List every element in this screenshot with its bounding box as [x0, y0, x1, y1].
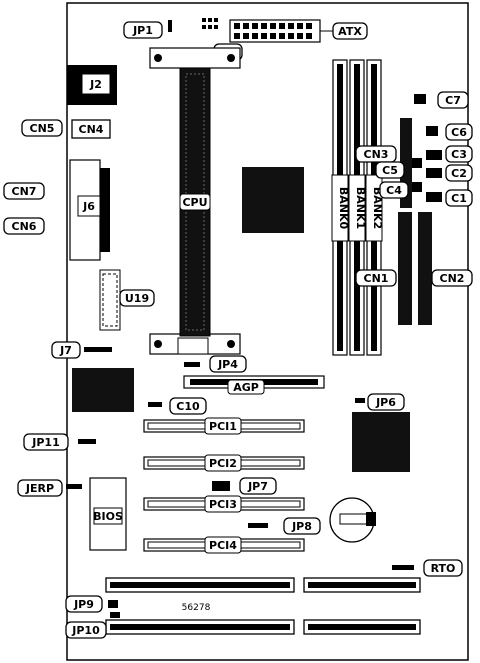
callout-cn5: CN5 [21, 119, 63, 137]
callout-c7: C7 [414, 91, 469, 109]
c10-label: C10 [176, 400, 200, 413]
callout-c3: C3 [426, 145, 473, 163]
cn2-label: CN2 [440, 272, 465, 285]
jp1-label: JP1 [132, 24, 153, 37]
io-controller-chip [352, 412, 410, 472]
callout-cn6: CN6 [3, 217, 45, 235]
jp4-label: JP4 [217, 358, 238, 371]
model-number: 56278 [182, 603, 211, 613]
callout-jp8: JP8 [248, 517, 321, 535]
c6-label: C6 [451, 126, 467, 139]
callout-c4: C4 [379, 181, 422, 199]
cpu-label: CPU [182, 196, 207, 209]
callout-atx: ATX [320, 22, 368, 40]
cn3-label: CN3 [364, 148, 389, 161]
c3-label: C3 [451, 148, 467, 161]
isa-slot-2 [105, 619, 421, 635]
c4-label: C4 [386, 184, 402, 197]
j7-label: J7 [59, 344, 72, 357]
callout-jp11: JP11 [23, 433, 96, 451]
bank1-label: BANK1 [354, 187, 367, 229]
jp10-label: JP10 [71, 624, 100, 637]
u19-label: U19 [125, 292, 149, 305]
bios-label: BIOS [93, 510, 123, 523]
c5-label: C5 [382, 164, 398, 177]
rear-io-j2: J2 [67, 65, 117, 105]
cpu-slot: CPU [149, 47, 241, 355]
pci-slot-2: PCI2 [143, 454, 305, 472]
bank2-label: BANK2 [371, 187, 384, 229]
cn5-label: CN5 [30, 122, 55, 135]
callout-cn4: CN4 [71, 119, 111, 139]
jp6-label: JP6 [375, 396, 396, 409]
callout-cn7: CN7 [3, 182, 45, 200]
callout-c1: C1 [426, 189, 473, 207]
pci1-label: PCI1 [209, 420, 237, 433]
callout-c6: C6 [426, 123, 473, 141]
callout-jp4: JP4 [184, 355, 247, 373]
cmos-battery [329, 497, 376, 543]
bios-chip: BIOS [89, 477, 127, 551]
callout-jp9: JP9 [65, 595, 118, 613]
j6-label: J6 [82, 200, 95, 213]
pci4-label: PCI4 [209, 539, 237, 552]
agp-slot: AGP [183, 375, 325, 395]
cn7-label: CN7 [12, 185, 37, 198]
pci-slot-4: PCI4 [143, 536, 305, 554]
ide-cn1: CN1 [355, 212, 412, 325]
callout-jp7: JP7 [212, 477, 277, 495]
j2-label: J2 [89, 78, 102, 91]
atx-label: ATX [338, 25, 362, 38]
callout-jp1: JP1 [123, 20, 172, 39]
c1-label: C1 [451, 192, 467, 205]
dimm-banks: BANK0 BANK1 BANK2 [331, 59, 384, 356]
ide-cn2: CN2 [418, 212, 473, 325]
pci2-label: PCI2 [209, 457, 237, 470]
isa-slot-1 [105, 577, 421, 593]
callout-c2: C2 [426, 164, 473, 182]
north-bridge-chip [242, 167, 304, 233]
callout-rto: RTO [392, 559, 463, 577]
jp7-label: JP7 [247, 480, 268, 493]
agp-label: AGP [233, 381, 259, 394]
jp8-label: JP8 [291, 520, 312, 533]
cn4-label: CN4 [79, 123, 104, 136]
bank0-label: BANK0 [337, 187, 350, 230]
c7-label: C7 [445, 94, 461, 107]
jumpers-c8-c9 [202, 18, 218, 29]
jp9-label: JP9 [73, 598, 94, 611]
atx-connector [229, 19, 321, 43]
rear-io-j6: J6 [69, 159, 110, 261]
pci3-label: PCI3 [209, 498, 237, 511]
pci-slot-3: PCI3 [143, 495, 305, 513]
callout-c5: C5 [375, 158, 422, 179]
cn6-label: CN6 [12, 220, 37, 233]
callout-j7: J7 [51, 341, 112, 359]
jerp-label: JERP [25, 482, 54, 495]
pci-slot-1: PCI1 [143, 417, 305, 435]
callout-cn3: CN3 [355, 145, 397, 163]
cn1-label: CN1 [364, 272, 389, 285]
callout-jerp: JERP [17, 479, 82, 497]
c2-label: C2 [451, 167, 467, 180]
south-bridge-chip [72, 368, 134, 412]
callout-jp10: JP10 [65, 612, 120, 639]
jp11-label: JP11 [31, 436, 59, 449]
callout-c10: C10 [148, 397, 207, 415]
callout-jp6: JP6 [355, 393, 405, 411]
u19-chip: U19 [99, 269, 155, 331]
board-outline [66, 2, 469, 661]
rto-label: RTO [431, 562, 456, 575]
